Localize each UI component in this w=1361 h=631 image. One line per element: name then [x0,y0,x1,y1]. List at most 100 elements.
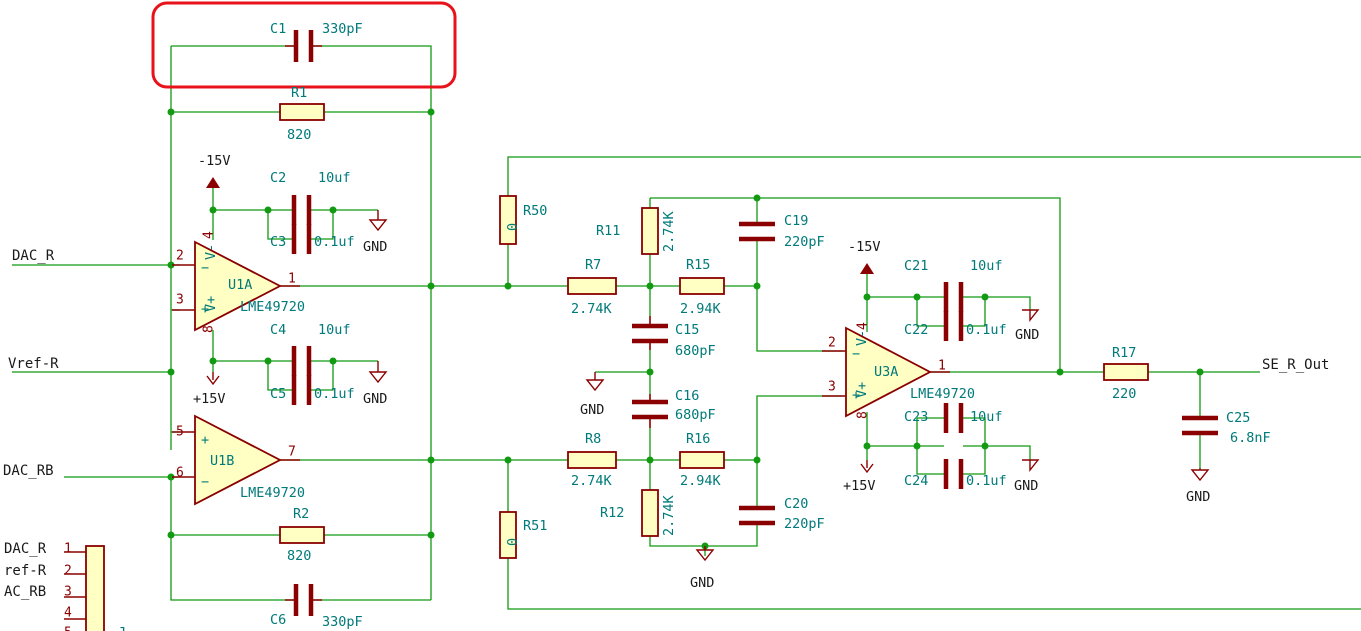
resistor-r7[interactable] [567,277,617,295]
capacitor-c24[interactable] [943,459,964,489]
c20-value: 220pF [784,516,825,532]
neg15-arrow-icon [206,177,220,188]
resistor-r11[interactable] [641,207,659,255]
u1a-pos15-label: +15V [193,391,226,407]
wire-u1a-out-bus [280,285,842,352]
r1-value: 820 [287,127,311,143]
c21-ref: C21 [904,258,928,274]
u3a-pin4: 4 [856,322,871,330]
r12-ref: R12 [600,505,624,521]
capacitor-c25[interactable] [1182,415,1218,436]
header-pin-3: 3 [64,585,72,600]
junction [427,531,435,539]
wire-c1-loop [171,45,432,600]
capacitor-c1[interactable] [285,30,322,62]
u1b-value: LME49720 [240,485,305,501]
u3a-pin2: 2 [828,336,836,351]
r12-value: 2.74K [661,494,677,536]
r15-ref: R15 [686,257,710,273]
u3a-neg15-label: -15V [848,239,881,255]
capacitor-c15[interactable] [632,316,668,350]
capacitor-c22[interactable] [943,311,964,341]
c19-value: 220pF [784,234,825,250]
u3a-pos15-label: +15V [843,478,876,494]
u3a-plus-sign: + [852,387,860,403]
resistor-r8[interactable] [567,451,617,469]
junction [167,261,175,269]
c23-value: 10uf [970,409,1003,425]
capacitor-c21[interactable] [943,282,964,312]
r1-ref: R1 [291,85,307,101]
capacitor-c5[interactable] [291,375,312,405]
junction [329,357,337,365]
c1-value: 330pF [322,21,363,37]
r11-ref: R11 [596,223,620,239]
header-connector [64,545,105,631]
c5-value: 0.1uf [314,386,355,402]
opamp-u3a[interactable]: − + V- V+ [822,326,950,418]
resistor-r12[interactable] [641,489,659,537]
resistors [279,103,1149,559]
capacitor-c6[interactable] [285,584,322,616]
u1a-vneg-label: V- [203,244,219,260]
junction [646,368,654,376]
junction [981,293,989,301]
r8-value: 2.74K [571,473,613,489]
c4-ref: C4 [270,322,286,338]
junction [504,282,512,290]
r15-value: 2.94K [680,301,722,317]
c2-value: 10uf [318,170,351,186]
wire-r50-top [507,156,1361,286]
r50-ref: R50 [523,203,547,219]
u3a-vneg-label: V- [854,330,870,346]
capacitor-c2[interactable] [291,195,312,225]
c15-value: 680pF [675,343,716,359]
u3a-value: LME49720 [910,386,975,402]
wire-c3 [267,210,334,240]
resistor-r15[interactable] [679,277,725,295]
resistor-r1[interactable] [279,103,325,121]
c19-ref: C19 [784,213,808,229]
c6-value: 330pF [322,614,363,630]
u3a-ref: U3A [874,364,898,380]
resistor-r17[interactable] [1103,363,1149,381]
u3a-pin3: 3 [828,380,836,395]
junction [209,206,217,214]
resistor-r50[interactable] [499,195,517,245]
header-body [85,545,105,631]
opamp-u1b[interactable]: + − [172,414,300,506]
header-pin-5: 5 [64,626,72,631]
gnd-label: GND [363,239,387,255]
r16-value: 2.94K [680,473,722,489]
resistor-r16[interactable] [679,451,725,469]
c20-ref: C20 [784,496,808,512]
highlight-box [151,1,457,89]
capacitor-c20[interactable] [739,505,775,526]
capacitor-c4[interactable] [291,346,312,376]
resistor-r2[interactable] [279,526,325,544]
header-pin-1: 1 [64,542,72,557]
gnd-icon [1022,459,1040,472]
c22-ref: C22 [904,322,928,338]
u1b-pin7: 7 [288,445,296,460]
capacitor-c23[interactable] [943,403,964,433]
resistor-r51[interactable] [499,511,517,559]
opamp-u1a[interactable]: − + V- V+ [172,240,300,332]
r2-value: 820 [287,548,311,564]
c3-value: 0.1uf [314,234,355,250]
junction [646,282,654,290]
capacitor-c19[interactable] [739,221,775,242]
junction [167,108,175,116]
c1-ref: C1 [270,21,286,37]
capacitor-c16[interactable] [632,394,668,428]
capacitor-c3[interactable] [291,224,312,254]
gnd-icon [585,372,605,392]
c16-ref: C16 [675,388,699,404]
junction [913,293,921,301]
u1a-pin3: 3 [176,293,184,308]
u1b-pin5: 5 [176,425,184,440]
net-label-dac-r: DAC_R [12,248,55,264]
capacitors [285,30,964,616]
r50-value: 0 [505,223,521,231]
